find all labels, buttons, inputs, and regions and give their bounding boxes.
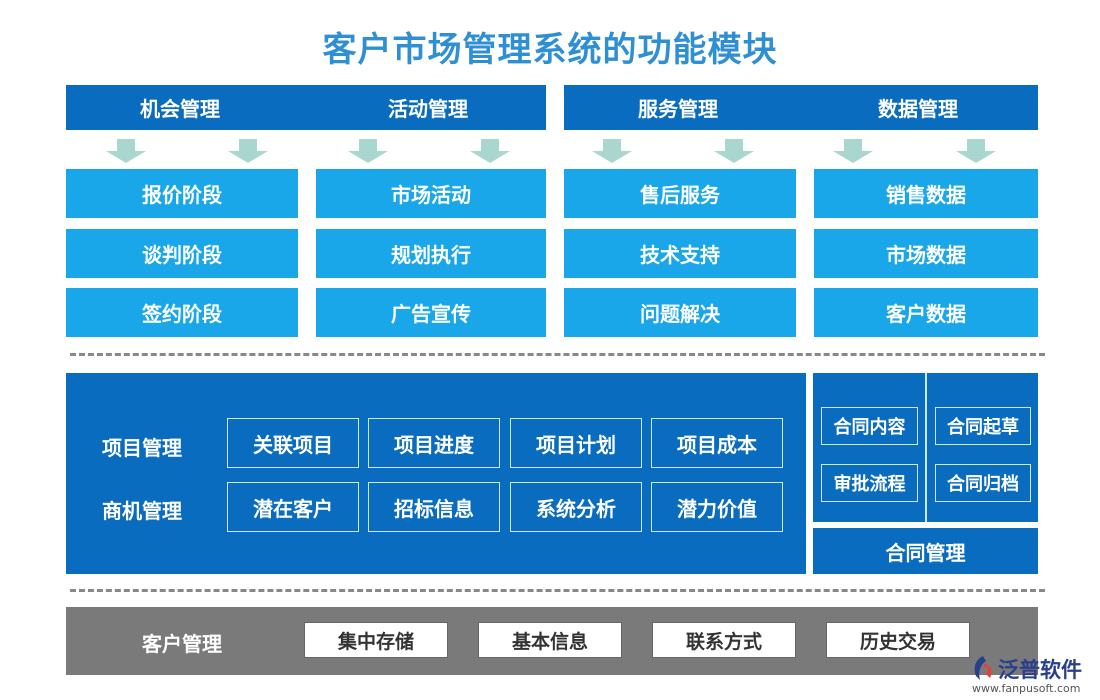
item-contact-method: 联系方式 (652, 622, 796, 658)
divider-bottom (70, 589, 1045, 592)
project-business-panel (66, 373, 806, 574)
item-transaction-history: 历史交易 (826, 622, 970, 658)
item-project-plan: 项目计划 (510, 418, 642, 468)
header-opportunity: 机会管理 (140, 97, 220, 121)
box-market-activity: 市场活动 (316, 169, 546, 218)
fanpu-logo: 泛普软件 www.fanpusoft.com (970, 652, 1095, 696)
box-planning-execution: 规划执行 (316, 229, 546, 278)
header-data: 数据管理 (878, 97, 958, 121)
logo-url: www.fanpusoft.com (972, 682, 1081, 695)
item-contract-content: 合同内容 (821, 407, 918, 445)
customer-management-label: 客户管理 (142, 632, 222, 656)
header-service: 服务管理 (638, 97, 718, 121)
box-market-data: 市场数据 (814, 229, 1038, 278)
down-arrow-icon (592, 151, 632, 163)
item-system-analysis: 系统分析 (510, 482, 642, 532)
arrow-stem (603, 139, 621, 151)
contract-management-bar: 合同管理 (813, 528, 1038, 574)
box-problem-solving: 问题解决 (564, 288, 796, 337)
box-negotiation-stage: 谈判阶段 (66, 229, 298, 278)
item-contract-draft: 合同起草 (935, 407, 1031, 445)
item-contract-archive: 合同归档 (935, 464, 1031, 502)
item-central-storage: 集中存储 (304, 622, 448, 658)
arrow-stem (117, 139, 135, 151)
item-basic-info: 基本信息 (478, 622, 622, 658)
box-sales-data: 销售数据 (814, 169, 1038, 218)
box-advertising: 广告宣传 (316, 288, 546, 337)
page-title: 客户市场管理系统的功能模块 (322, 30, 778, 70)
down-arrow-icon (714, 151, 754, 163)
arrow-stem (967, 139, 985, 151)
header-activity: 活动管理 (388, 97, 468, 121)
arrow-stem (359, 139, 377, 151)
down-arrow-icon (228, 151, 268, 163)
arrow-stem (239, 139, 257, 151)
box-after-sales: 售后服务 (564, 169, 796, 218)
logo-name: 泛普软件 (998, 658, 1082, 682)
item-potential-value: 潜力价值 (651, 482, 783, 532)
arrow-stem (725, 139, 743, 151)
down-arrow-icon (106, 151, 146, 163)
arrow-stem (844, 139, 862, 151)
header-bar-right: 服务管理 数据管理 (564, 85, 1038, 130)
header-bar-left: 机会管理 活动管理 (66, 85, 546, 130)
contract-divider (925, 373, 927, 522)
down-arrow-icon (956, 151, 996, 163)
arrow-stem (481, 139, 499, 151)
item-related-project: 关联项目 (227, 418, 359, 468)
item-potential-customer: 潜在客户 (227, 482, 359, 532)
down-arrow-icon (348, 151, 388, 163)
divider-top (70, 353, 1045, 356)
down-arrow-icon (470, 151, 510, 163)
down-arrow-icon (833, 151, 873, 163)
box-customer-data: 客户数据 (814, 288, 1038, 337)
box-signing-stage: 签约阶段 (66, 288, 298, 337)
item-project-cost: 项目成本 (651, 418, 783, 468)
logo-mark-icon (974, 656, 992, 680)
item-approval-process: 审批流程 (821, 464, 918, 502)
business-management-label: 商机管理 (102, 499, 182, 523)
item-bidding-info: 招标信息 (368, 482, 500, 532)
project-management-label: 项目管理 (102, 436, 182, 460)
box-tech-support: 技术支持 (564, 229, 796, 278)
item-project-progress: 项目进度 (368, 418, 500, 468)
box-quote-stage: 报价阶段 (66, 169, 298, 218)
contract-management-label: 合同管理 (885, 540, 966, 565)
